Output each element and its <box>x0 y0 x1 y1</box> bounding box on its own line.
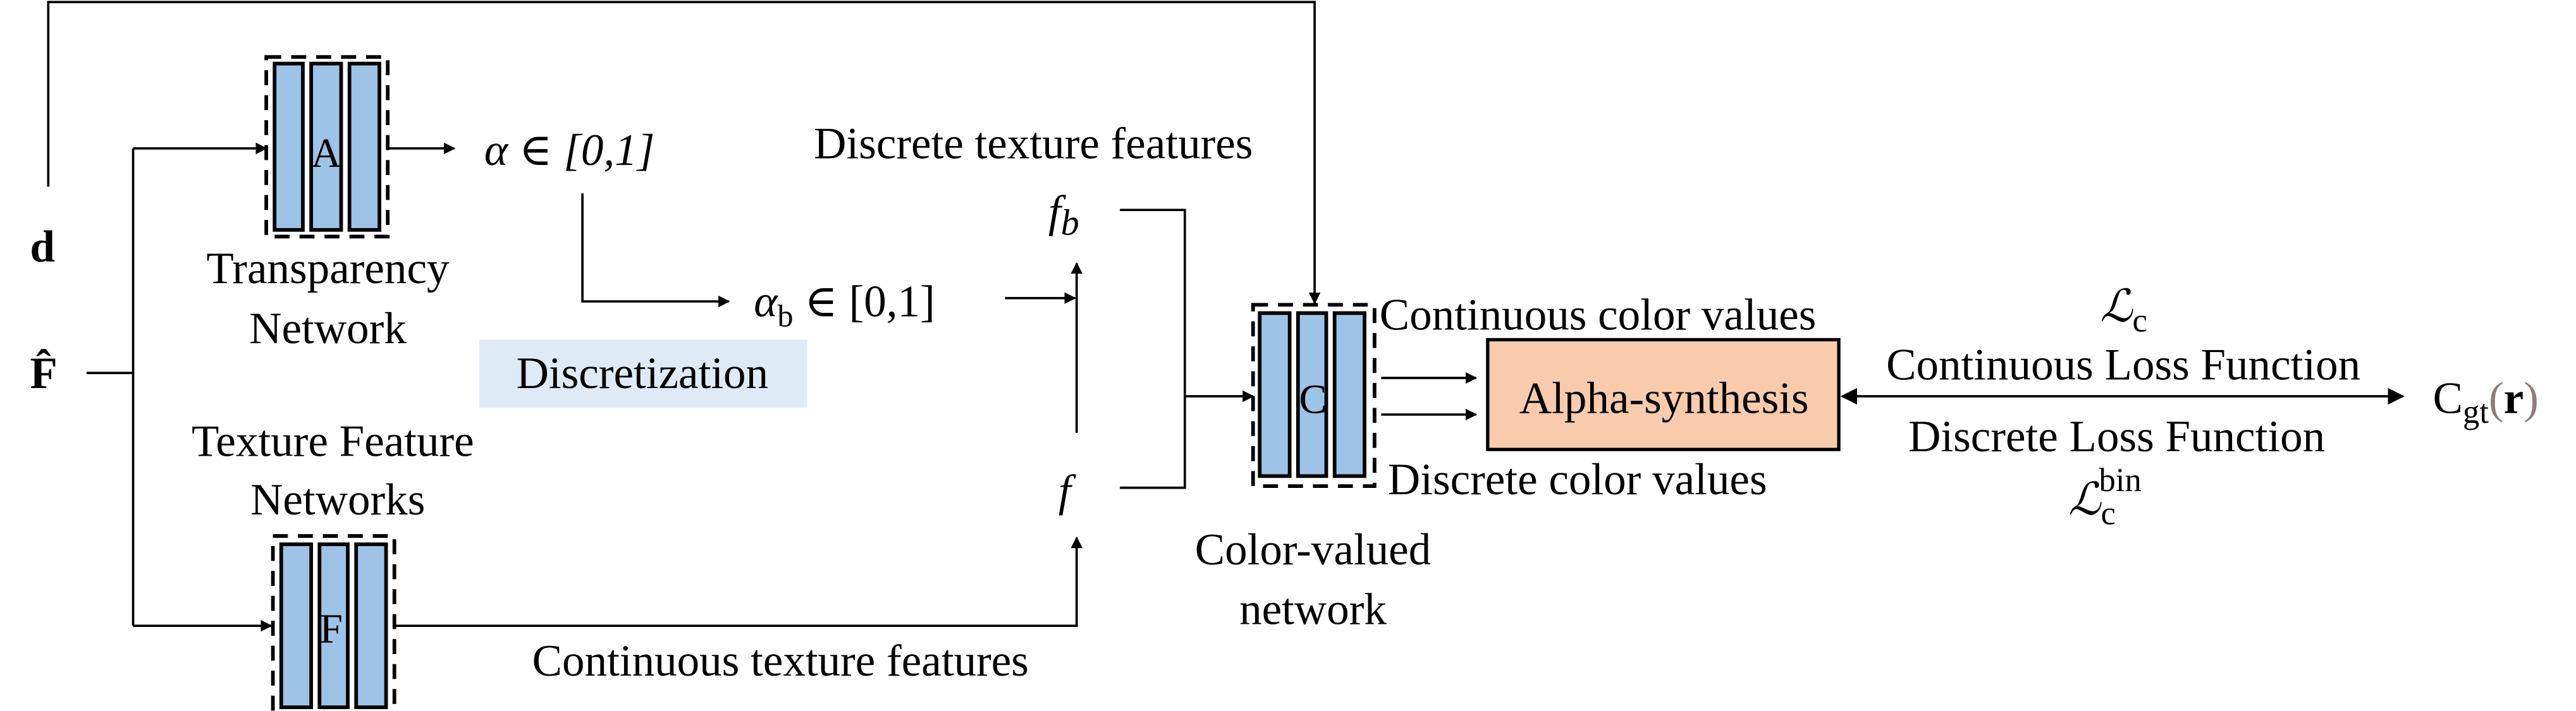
loss-bin-sub: c <box>2101 495 2115 532</box>
input-feature: F̂ <box>30 349 57 398</box>
network-layer <box>273 61 305 232</box>
discretization-label: Discretization <box>517 349 769 398</box>
color-network-label-line1: Color-valued <box>1195 525 1431 574</box>
network-layer <box>347 61 381 232</box>
alpha-synthesis-label: Alpha-synthesis <box>1519 374 1809 423</box>
network-layer <box>1296 311 1328 478</box>
alpha-b-range: αb ∈ [0,1] <box>754 277 935 334</box>
continuous-color-values-label: Continuous color values <box>1380 291 1817 340</box>
cgt-arg: r <box>2504 374 2524 423</box>
fb-to-color-connector <box>1120 209 1186 489</box>
fb-symbol: fb <box>1048 188 1079 243</box>
discrete-texture-features-label: Discrete texture features <box>814 119 1253 169</box>
continuous-texture-features-label: Continuous texture features <box>532 636 1029 686</box>
network-letter: C <box>1299 376 1327 422</box>
network-boundary <box>271 534 396 711</box>
cgt-sub: gt <box>2463 394 2489 430</box>
loss-c-sub: c <box>2132 302 2147 339</box>
discretization-badge-bg <box>479 339 807 408</box>
network-layer <box>1332 311 1366 478</box>
color-network-block: C <box>1251 303 1377 488</box>
network-layer <box>354 542 388 710</box>
loss-bin-base: ℒ <box>2068 475 2102 525</box>
transparency-network-block: A <box>264 55 390 239</box>
texture-network-block: F <box>271 534 396 711</box>
view-direction-connector <box>47 1 1321 305</box>
texture-network-label-line1: Texture Feature <box>192 417 474 466</box>
arrow-texture-to-f <box>396 536 1083 628</box>
discrete-loss-label: Discrete Loss Function <box>1908 412 2325 461</box>
network-letter: F <box>319 605 343 652</box>
network-layer <box>279 542 314 710</box>
cgt-open-paren: ( <box>2489 374 2504 423</box>
network-layer <box>317 542 350 710</box>
alpha-range: α ∈ [0,1] <box>484 126 655 175</box>
input-view-direction: d <box>30 222 55 272</box>
discrete-loss-symbol: ℒcbin <box>2068 462 2141 532</box>
ground-truth-color: Cgt(r) <box>2433 374 2539 430</box>
continuous-loss-label: Continuous Loss Function <box>1886 341 2360 390</box>
loss-c-base: ℒ <box>2100 283 2133 332</box>
discretization-connector <box>581 193 730 308</box>
network-layer <box>309 61 343 232</box>
discrete-color-values-label: Discrete color values <box>1388 455 1767 504</box>
f-symbol: f <box>1058 467 1076 516</box>
fb-sub: b <box>1061 202 1079 243</box>
alpha-b-base: α <box>754 277 778 327</box>
network-boundary <box>264 55 390 239</box>
cgt-base: C <box>2433 374 2463 423</box>
color-network-label-line2: network <box>1239 585 1387 635</box>
alpha-range-text: α ∈ [0,1] <box>484 126 655 175</box>
feature-split-connector <box>86 148 135 626</box>
cgt-close-paren: ) <box>2524 374 2539 423</box>
network-letter: A <box>311 130 341 176</box>
transparency-network-label-line1: Transparency <box>206 244 450 293</box>
texture-network-label-line2: Networks <box>250 475 425 525</box>
transparency-network-label-line2: Network <box>249 304 407 353</box>
alpha-synthesis-box <box>1486 337 1841 451</box>
loss-bin-sup: bin <box>2099 462 2142 499</box>
network-boundary <box>1251 303 1377 488</box>
continuous-loss-symbol: ℒc <box>2100 283 2147 339</box>
alpha-b-rest: ∈ [0,1] <box>793 277 935 327</box>
alpha-b-sub: b <box>777 298 793 333</box>
network-layer <box>1258 311 1292 478</box>
